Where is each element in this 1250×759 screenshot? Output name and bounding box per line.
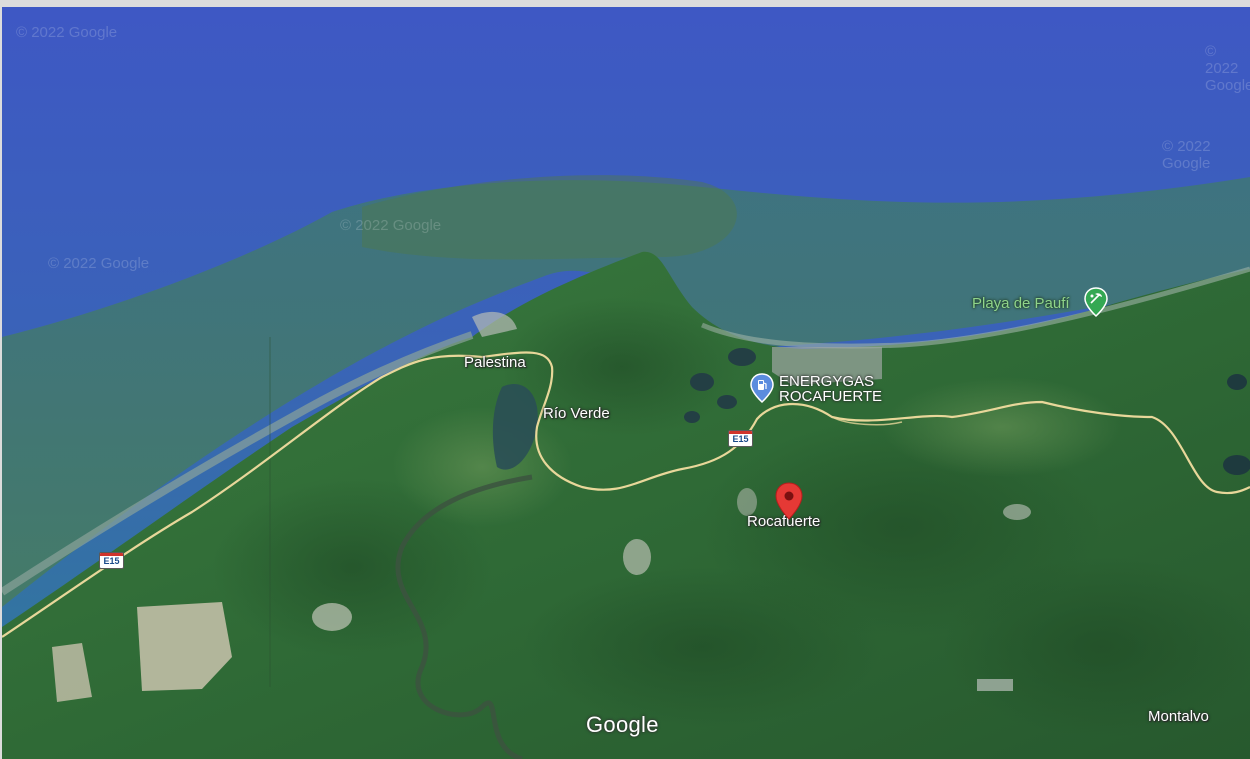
gas-station-icon bbox=[750, 373, 774, 403]
poi-label-line1: ENERGYGAS bbox=[779, 373, 875, 390]
copyright-watermark: © 2022 Google bbox=[340, 217, 442, 234]
map-pin-icon[interactable] bbox=[774, 481, 804, 521]
road-shield-e15: E15 bbox=[99, 552, 124, 569]
copyright-watermark: © 2022 Google bbox=[1162, 138, 1211, 172]
poi-energygas[interactable]: ENERGYGAS ROCAFUERTE bbox=[750, 371, 890, 407]
copyright-watermark: © 2022 Google bbox=[16, 24, 118, 41]
satellite-imagery bbox=[2, 7, 1250, 759]
poi-playa-de-paufi[interactable]: Playa de Paufí bbox=[972, 287, 1112, 321]
google-logo: Google bbox=[586, 712, 659, 737]
beach-icon bbox=[1084, 287, 1108, 317]
place-label-rocafuerte[interactable]: Rocafuerte bbox=[747, 513, 821, 530]
road-shield-e15: E15 bbox=[728, 430, 753, 447]
copyright-watermark: © 2022 Google bbox=[1205, 43, 1250, 94]
copyright-watermark: © 2022 Google bbox=[48, 255, 150, 272]
poi-label-line2: ROCAFUERTE bbox=[779, 388, 883, 405]
place-label-rio-verde[interactable]: Río Verde bbox=[543, 405, 610, 422]
map-viewport[interactable]: © 2022 Google © 2022 Google © 2022 Googl… bbox=[2, 7, 1250, 759]
place-label-palestina[interactable]: Palestina bbox=[464, 354, 526, 371]
place-label-montalvo[interactable]: Montalvo bbox=[1148, 708, 1209, 725]
poi-label: Playa de Paufí bbox=[972, 295, 1070, 312]
